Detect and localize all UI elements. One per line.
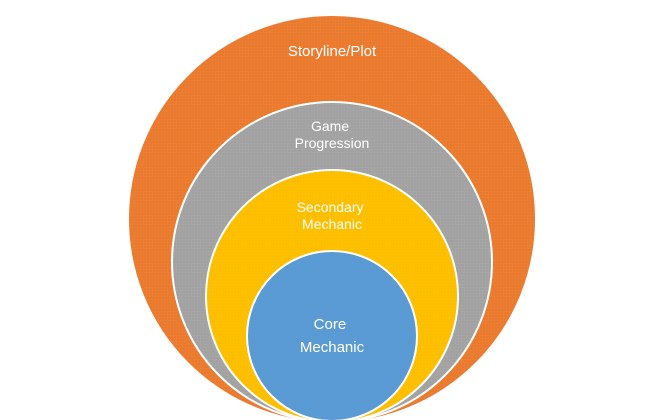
- progression-label-line-1: Game: [311, 118, 349, 134]
- core-label-line-1: Core: [314, 316, 347, 333]
- secondary-label: Secondary Mechanic: [297, 199, 368, 232]
- progression-label-line-2: Progression: [295, 135, 370, 151]
- core-texture: [248, 252, 416, 420]
- secondary-label-line-1: Secondary: [297, 199, 364, 215]
- storyline-label-line-1: Storyline/Plot: [288, 43, 377, 60]
- progression-label: Game Progression: [295, 118, 370, 151]
- layer-core: Core Mechanic: [246, 250, 418, 420]
- storyline-label: Storyline/Plot: [288, 43, 377, 60]
- core-label: Core Mechanic: [300, 316, 365, 356]
- core-label-line-2: Mechanic: [300, 339, 365, 356]
- secondary-label-line-2: Mechanic: [302, 216, 362, 232]
